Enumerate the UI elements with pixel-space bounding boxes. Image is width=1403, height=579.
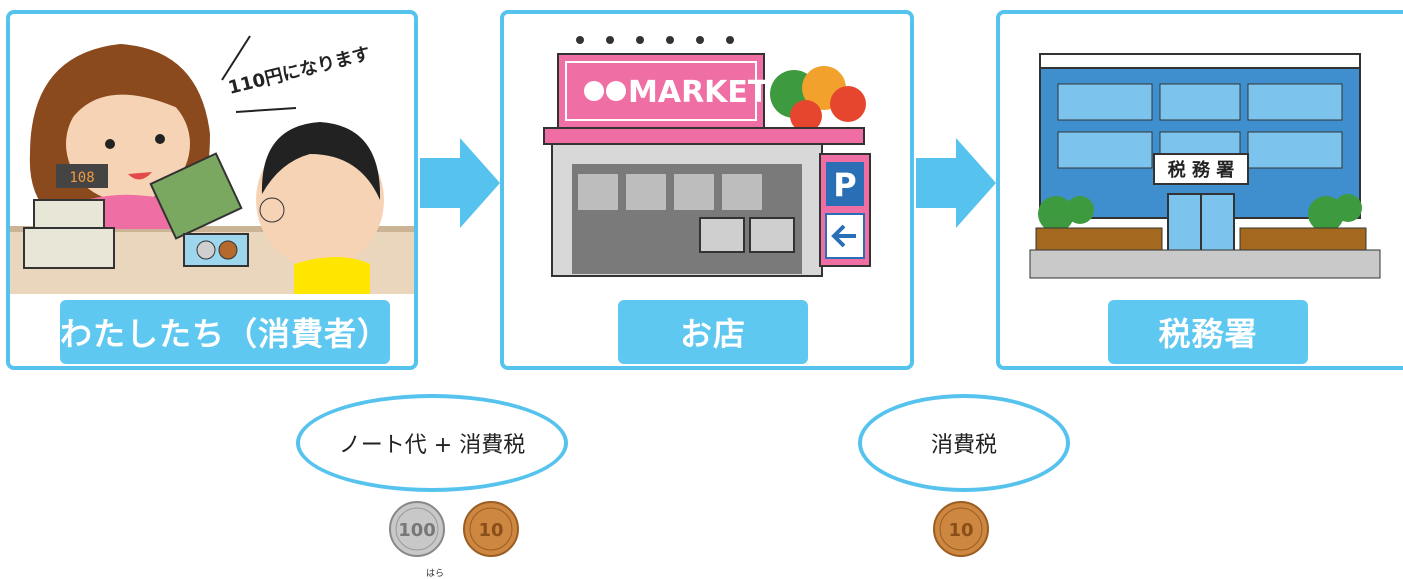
tax-office-panel: 税 務 署 税務署 xyxy=(996,10,1403,370)
svg-text:100: 100 xyxy=(398,520,436,541)
ten-yen-coin-icon: 10 xyxy=(933,501,989,557)
tax-office-label: 税務署 xyxy=(1108,300,1308,364)
svg-text:10: 10 xyxy=(948,520,973,541)
building-sign-text: 税 務 署 xyxy=(1168,159,1235,181)
ruby-text: はら xyxy=(426,569,445,579)
tax-text: 消費税 xyxy=(930,433,997,458)
parking-sign-text: P xyxy=(833,166,856,204)
payment-text: ノート代 + 消費税 xyxy=(338,433,526,458)
hundred-yen-coin-icon: 100 xyxy=(389,501,445,557)
store-illustration: MARKET P xyxy=(543,36,871,277)
store-sign-text: MARKET xyxy=(628,75,769,110)
speech-text: 110円になります xyxy=(226,43,372,99)
consumer-panel: 108 110円になります わたしたち（消費者） xyxy=(6,10,418,370)
register-display: 108 xyxy=(69,170,94,186)
checkout-illustration: 108 110円になります xyxy=(10,35,414,294)
payment-ellipse: ノート代 + 消費税 xyxy=(296,394,568,492)
store-panel: MARKET P お店 xyxy=(500,10,914,370)
right-arrow-icon xyxy=(916,138,996,228)
consumer-label: わたしたち（消費者） xyxy=(60,300,390,364)
right-arrow-icon xyxy=(420,138,500,228)
tax-ellipse: 消費税 xyxy=(858,394,1070,492)
ten-yen-coin-icon: 10 xyxy=(463,501,519,557)
store-label: お店 xyxy=(618,300,808,364)
tax-office-illustration: 税 務 署 xyxy=(1029,53,1381,279)
svg-text:10: 10 xyxy=(478,520,503,541)
